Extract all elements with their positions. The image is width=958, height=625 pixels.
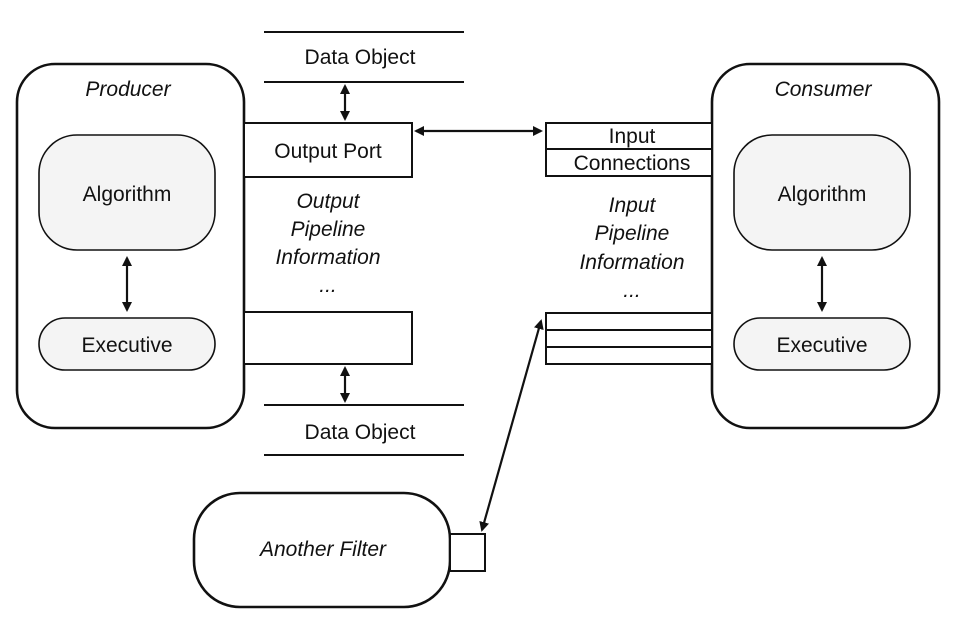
consumer-algorithm-box <box>733 134 911 251</box>
input-connections-box-2 <box>545 312 713 365</box>
input-info-line1: Input <box>609 194 657 217</box>
another-filter-connection-arrow <box>479 319 544 532</box>
input-pipeline-information: Input Pipeline Information ... <box>579 194 684 302</box>
output-info-line2: Pipeline <box>291 218 366 241</box>
output-port-box-2 <box>243 311 413 365</box>
another-filter-port <box>449 533 486 572</box>
input-info-ellipsis: ... <box>623 279 641 302</box>
another-filter-box: Another Filter <box>192 491 486 609</box>
consumer-title: Consumer <box>775 78 873 101</box>
output-port-box <box>243 122 413 178</box>
input-info-line2: Pipeline <box>595 222 670 245</box>
input-connections-box: Input Connections <box>545 122 713 177</box>
bottom-data-object: Data Object <box>264 404 464 456</box>
input-info-line3: Information <box>579 251 684 274</box>
top-data-object-label: Data Object <box>305 46 416 69</box>
producer-algorithm-box <box>38 134 216 251</box>
consumer-box: Consumer Algorithm Executive <box>710 62 941 430</box>
producer-title: Producer <box>85 78 171 101</box>
consumer-algorithm-label: Algorithm <box>778 183 867 206</box>
consumer-executive-box <box>733 317 911 371</box>
output-info-line1: Output <box>296 190 360 213</box>
producer-algorithm-label: Algorithm <box>83 183 172 206</box>
bottom-data-object-label: Data Object <box>305 421 416 444</box>
input-connections-line2: Connections <box>574 152 691 175</box>
output-port-label: Output Port <box>274 140 382 163</box>
top-data-object: Data Object <box>264 31 464 83</box>
another-filter-label: Another Filter <box>258 538 387 561</box>
output-info-ellipsis: ... <box>319 274 337 297</box>
producer-executive-box <box>38 317 216 371</box>
output-info-line3: Information <box>275 246 380 269</box>
producer-box: Producer Algorithm Executive <box>15 62 246 430</box>
input-connections-line1: Input <box>609 125 656 148</box>
consumer-executive-label: Executive <box>776 334 867 357</box>
output-pipeline-information: Output Pipeline Information ... <box>275 190 380 297</box>
producer-executive-label: Executive <box>81 334 172 357</box>
